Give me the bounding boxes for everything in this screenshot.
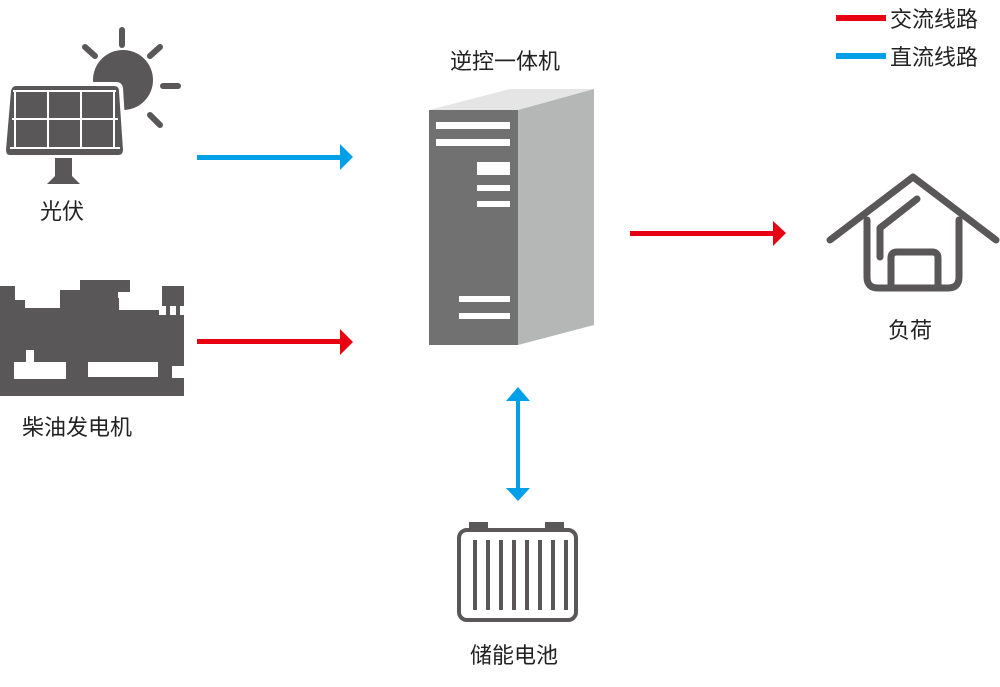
battery-icon [457,522,578,622]
ac-line [630,231,775,236]
connection-inverter-battery [506,387,530,501]
legend-label: 直流线路 [890,46,979,71]
connection-pv-to-inverter [197,144,353,170]
inverter-label: 逆控一体机 [450,50,561,75]
diesel-generator-icon [0,280,184,396]
battery-label: 储能电池 [470,644,559,669]
solar-panel-icon [2,27,181,184]
house-icon [826,173,1000,292]
arrow-head-icon [340,144,353,170]
arrow-head-icon [506,488,530,501]
arrow-head-icon [506,387,530,401]
legend-item-ac: 交流线路 [836,2,978,34]
pv-label: 光伏 [40,200,85,225]
connection-inverter-to-load [630,221,786,246]
ac-line [197,339,342,344]
generator-label: 柴油发电机 [22,416,133,441]
ac-line-swatch [836,15,886,21]
arrow-head-icon [340,329,353,355]
dc-line [197,155,342,160]
legend-label: 交流线路 [890,8,979,33]
dc-line-swatch [836,53,886,59]
connection-generator-to-inverter [197,329,353,355]
legend-item-dc: 直流线路 [836,40,978,72]
load-label: 负荷 [888,319,933,344]
dc-line [516,398,520,488]
inverter-cabinet-icon [429,89,594,345]
arrow-head-icon [773,221,786,246]
